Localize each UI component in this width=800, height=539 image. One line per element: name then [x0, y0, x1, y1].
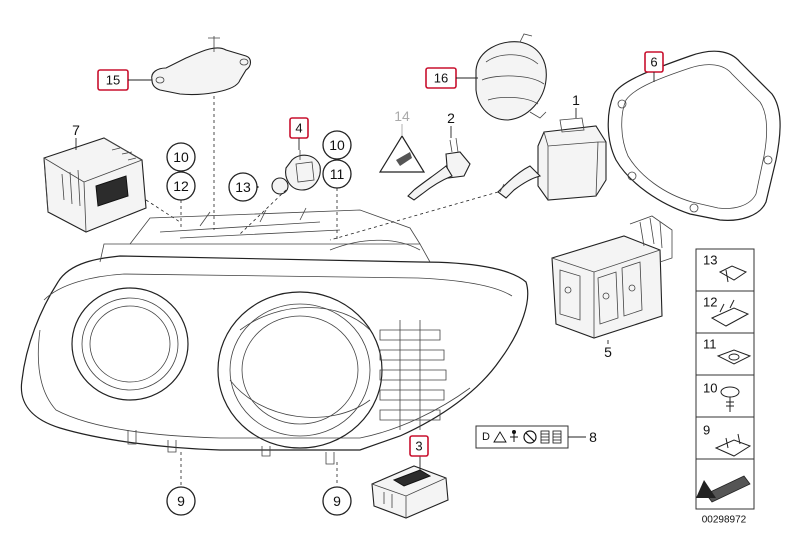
svg-text:6: 6 — [650, 55, 657, 70]
legend-panel: 13 12 11 10 9 — [695, 248, 755, 510]
led-module-part-5 — [551, 215, 673, 339]
gasket-part-6 — [607, 50, 781, 221]
legend-label-13: 13 — [703, 253, 717, 268]
svg-text:15: 15 — [106, 73, 120, 88]
svg-text:12: 12 — [173, 178, 189, 194]
cover-part-15 — [151, 36, 252, 95]
svg-text:11: 11 — [330, 166, 345, 182]
svg-text:9: 9 — [177, 493, 185, 509]
svg-text:16: 16 — [434, 71, 448, 86]
legend-label-9: 9 — [703, 423, 710, 438]
bulb-part-2 — [407, 137, 471, 201]
headlamp-housing — [20, 207, 529, 465]
callout-3[interactable]: 3 — [409, 435, 429, 457]
legend-label-10: 10 — [703, 381, 717, 396]
callout-circle-10-left[interactable]: 10 — [166, 142, 196, 172]
xenon-bulb-part-1 — [497, 117, 607, 201]
callout-circle-13[interactable]: 13 — [228, 172, 258, 202]
part-code: 00298972 — [702, 515, 747, 526]
svg-text:13: 13 — [235, 179, 251, 195]
callout-8[interactable]: 8 — [589, 429, 597, 445]
warning-label-part-8: D — [475, 425, 569, 449]
svg-text:10: 10 — [173, 149, 189, 165]
callout-circle-9-left[interactable]: 9 — [166, 486, 196, 516]
cap-part-16 — [475, 33, 547, 121]
callout-circle-12[interactable]: 12 — [166, 171, 196, 201]
callout-5[interactable]: 5 — [604, 344, 612, 360]
callout-circle-10-right[interactable]: 10 — [322, 130, 352, 160]
callout-circle-11[interactable]: 11 — [322, 159, 352, 189]
control-module-part-3 — [371, 465, 449, 519]
callout-14[interactable]: 14 — [394, 108, 410, 124]
callout-circle-9-right[interactable]: 9 — [322, 486, 352, 516]
svg-text:4: 4 — [295, 121, 302, 136]
control-unit-part-7 — [43, 137, 147, 233]
svg-text:10: 10 — [329, 137, 345, 153]
svg-text:3: 3 — [415, 439, 422, 454]
callout-1[interactable]: 1 — [572, 92, 580, 108]
callout-15[interactable]: 15 — [97, 69, 129, 91]
callout-7[interactable]: 7 — [72, 122, 80, 138]
legend-label-11: 11 — [703, 337, 717, 352]
callout-16[interactable]: 16 — [425, 67, 457, 89]
svg-text:D: D — [482, 431, 490, 443]
bulb-part-4 — [271, 150, 321, 195]
svg-text:9: 9 — [333, 493, 341, 509]
warning-sticker-part-14 — [378, 134, 426, 173]
legend-label-12: 12 — [703, 295, 717, 310]
callout-2[interactable]: 2 — [447, 110, 455, 126]
callout-6[interactable]: 6 — [644, 51, 664, 73]
callout-4[interactable]: 4 — [289, 117, 309, 139]
